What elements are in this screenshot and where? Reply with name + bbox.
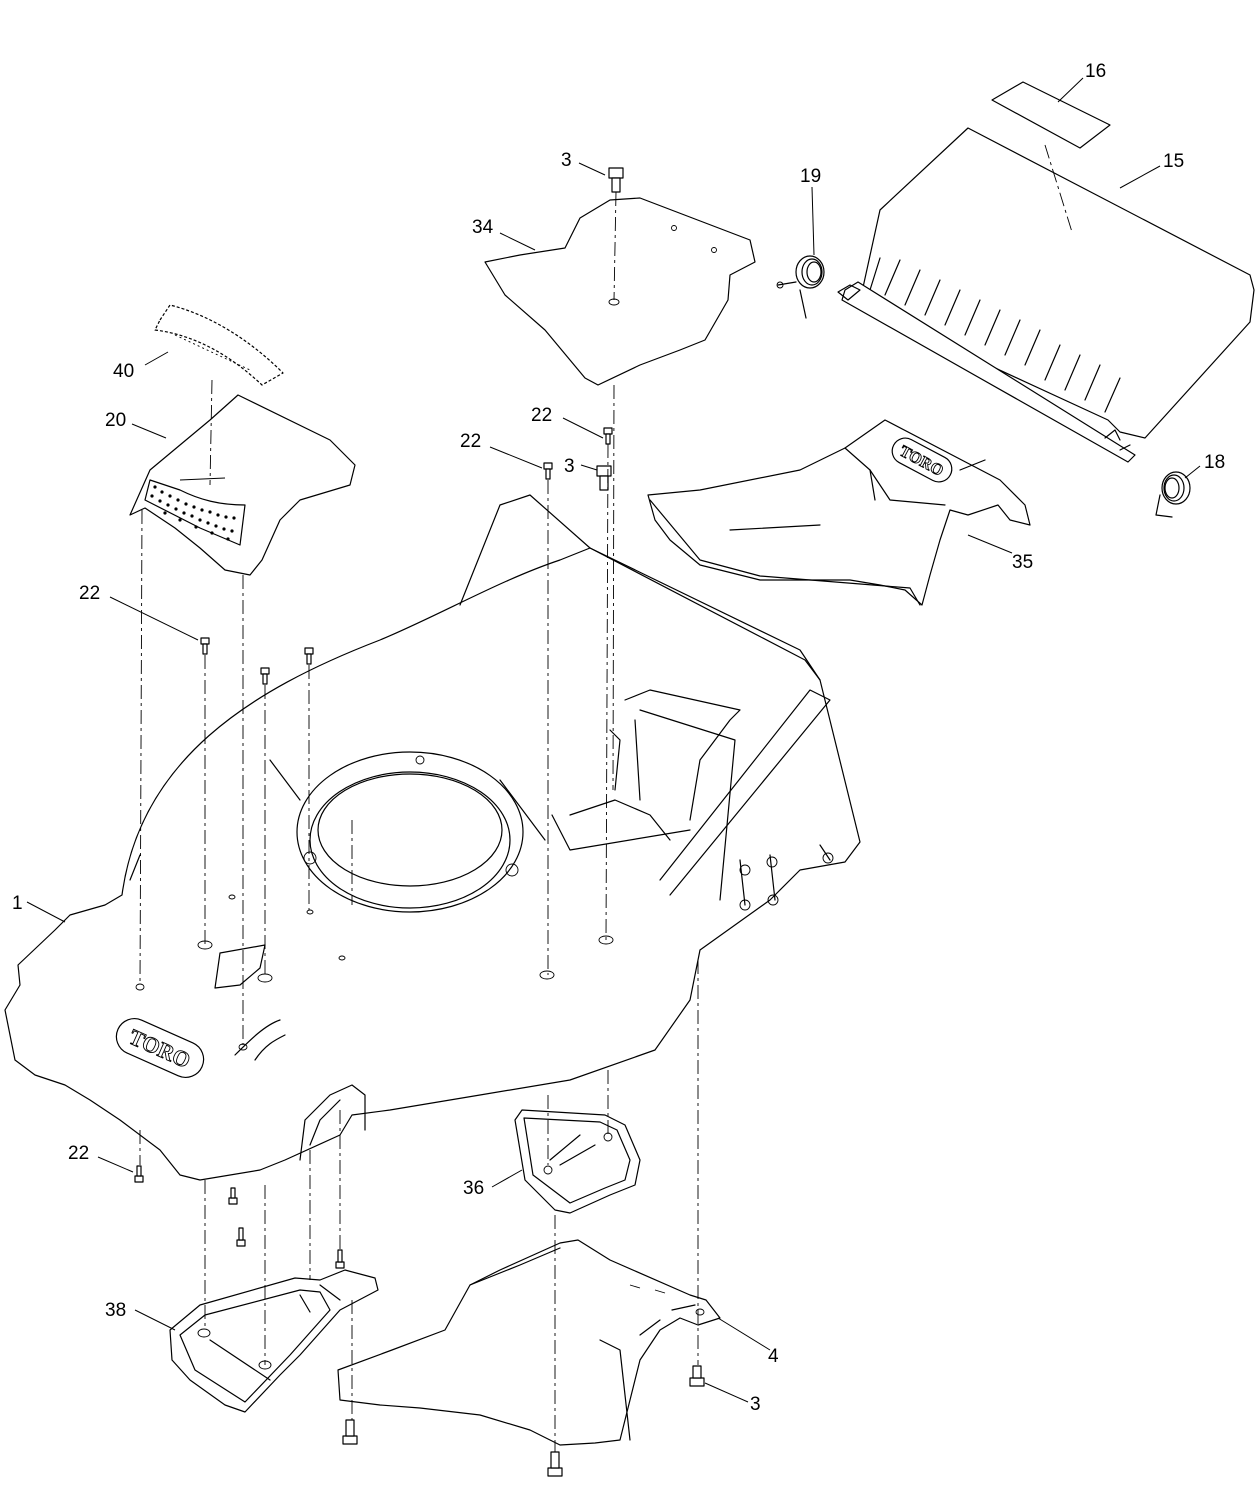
mesh-grille xyxy=(150,485,236,541)
screw-icon xyxy=(543,462,553,480)
screw-icon xyxy=(200,637,210,655)
callout-16: 16 xyxy=(1085,61,1106,82)
screw-icon xyxy=(603,427,613,445)
decal-40 xyxy=(154,304,284,386)
callout-40: 40 xyxy=(113,361,134,382)
callout-36: 36 xyxy=(463,1178,484,1199)
leader-lines xyxy=(26,77,1201,1403)
callout-3-mid: 3 xyxy=(564,456,575,477)
screw-icon xyxy=(236,1227,246,1247)
bolt-icon xyxy=(608,167,624,193)
callout-22-left: 22 xyxy=(79,583,100,604)
callout-4: 4 xyxy=(768,1346,779,1367)
callout-38: 38 xyxy=(105,1300,126,1321)
callout-15: 15 xyxy=(1163,151,1184,172)
callout-3-top: 3 xyxy=(561,150,572,171)
callout-34: 34 xyxy=(472,217,494,238)
screw-icon xyxy=(335,1249,345,1269)
bolt-icon xyxy=(596,465,612,491)
torsion-spring-19 xyxy=(776,255,825,319)
screw-icon xyxy=(228,1187,238,1205)
bolt-icon xyxy=(689,1365,705,1387)
callout-19: 19 xyxy=(800,166,821,187)
baffle-38 xyxy=(169,1269,379,1413)
baffle-36 xyxy=(514,1109,641,1214)
callout-20: 20 xyxy=(105,410,126,431)
flap-15 xyxy=(837,127,1255,463)
callout-22-a: 22 xyxy=(531,405,552,426)
callout-18: 18 xyxy=(1204,452,1225,473)
bolt-icon xyxy=(342,1419,358,1445)
screw-icon xyxy=(134,1165,144,1183)
cover-20 xyxy=(129,394,356,576)
callouts: 16 15 19 18 35 3 34 22 22 3 40 20 22 1 2… xyxy=(12,61,1225,1415)
bolt-icon xyxy=(547,1451,563,1477)
callout-35: 35 xyxy=(1012,552,1033,573)
callout-22-bottom: 22 xyxy=(68,1143,89,1164)
plate-34 xyxy=(484,197,756,386)
skirt-4 xyxy=(337,1239,721,1446)
mower-deck: TORO xyxy=(4,494,861,1181)
callout-1: 1 xyxy=(12,893,23,914)
alignment-lines xyxy=(139,144,1073,1452)
callout-3-bottom: 3 xyxy=(750,1394,761,1415)
screw-icon xyxy=(304,647,314,665)
chute-35: TORO xyxy=(647,419,1031,606)
torsion-spring-18 xyxy=(1155,471,1191,518)
callout-22-b: 22 xyxy=(460,431,481,452)
deck-logo: TORO xyxy=(115,1018,205,1078)
fasteners xyxy=(134,167,705,1477)
screw-icon xyxy=(260,667,270,685)
decal-16 xyxy=(991,81,1111,149)
